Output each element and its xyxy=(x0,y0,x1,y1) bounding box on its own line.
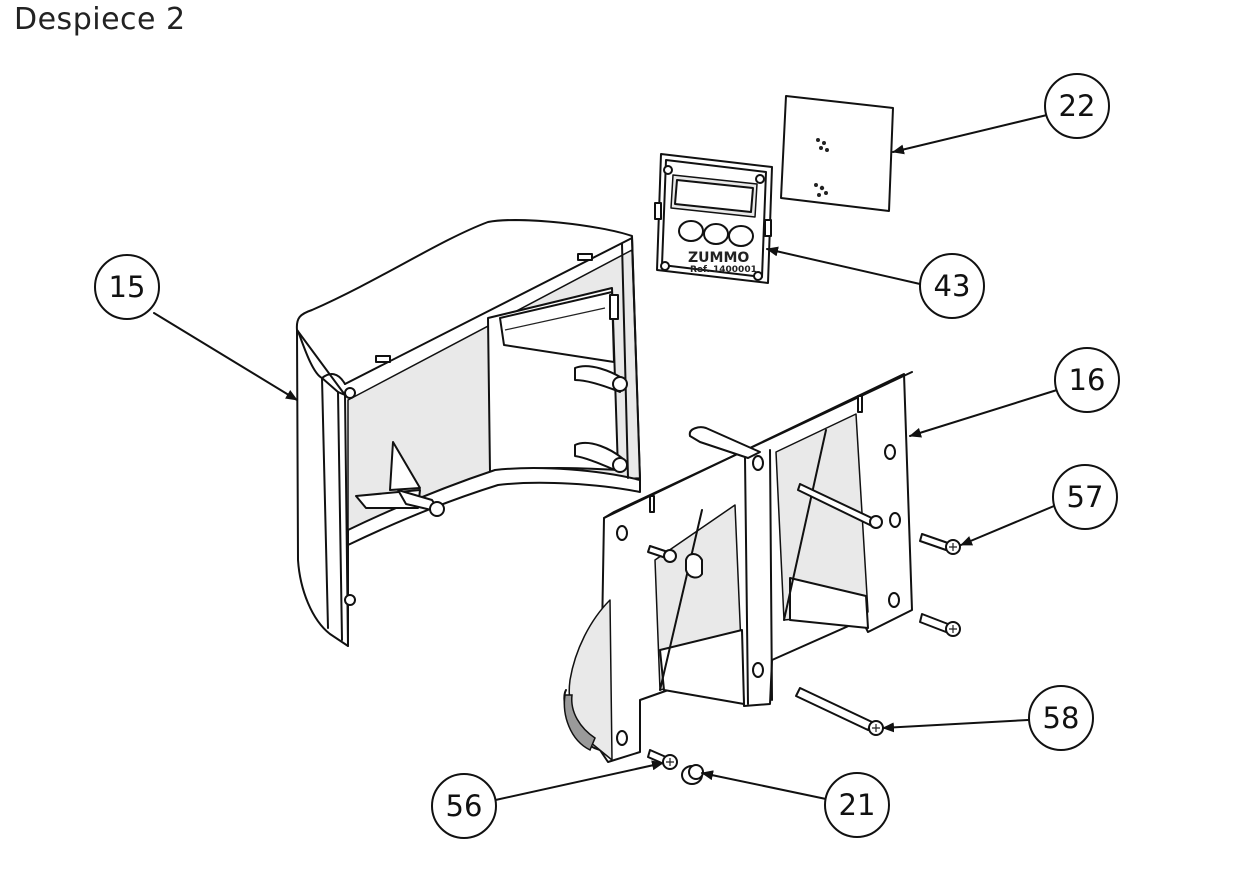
part-15-housing-cover xyxy=(295,219,641,647)
callout-balloon-56: 56 xyxy=(431,773,497,839)
leader-57 xyxy=(960,505,1055,546)
callout-label-57: 57 xyxy=(1067,480,1104,514)
callout-label-43: 43 xyxy=(934,269,971,303)
callout-balloon-15: 15 xyxy=(94,254,160,320)
leader-21 xyxy=(701,770,827,800)
callout-label-15: 15 xyxy=(109,270,146,304)
leader-16 xyxy=(909,389,1058,438)
part-43-display-panel: ZUMMO Ref. 1400001 xyxy=(654,153,773,284)
part-21-cap xyxy=(681,764,704,785)
leader-43 xyxy=(766,246,921,285)
page-title: Despiece 2 xyxy=(14,2,186,37)
leader-22 xyxy=(892,114,1048,155)
part-22-label-sheet xyxy=(780,95,894,212)
leader-15 xyxy=(153,312,298,401)
part-16-rear-frame xyxy=(563,371,913,763)
panel-brand-text: ZUMMO xyxy=(688,250,749,266)
callout-balloon-58: 58 xyxy=(1028,685,1094,751)
callout-balloon-16: 16 xyxy=(1054,347,1120,413)
leader-56 xyxy=(490,760,664,802)
callout-label-58: 58 xyxy=(1043,701,1080,735)
callout-balloon-21: 21 xyxy=(824,772,890,838)
leader-58 xyxy=(882,719,1029,733)
callout-balloon-43: 43 xyxy=(919,253,985,319)
leader-lines xyxy=(153,114,1058,802)
callout-label-56: 56 xyxy=(446,789,483,823)
callout-label-16: 16 xyxy=(1069,363,1106,397)
panel-ref-text: Ref. 1400001 xyxy=(690,265,757,275)
part-57-screws xyxy=(919,533,961,637)
callout-balloon-22: 22 xyxy=(1044,73,1110,139)
callout-label-21: 21 xyxy=(839,788,876,822)
part-58-long-screw xyxy=(795,687,884,736)
callout-label-22: 22 xyxy=(1059,89,1096,123)
callout-balloon-57: 57 xyxy=(1052,464,1118,530)
